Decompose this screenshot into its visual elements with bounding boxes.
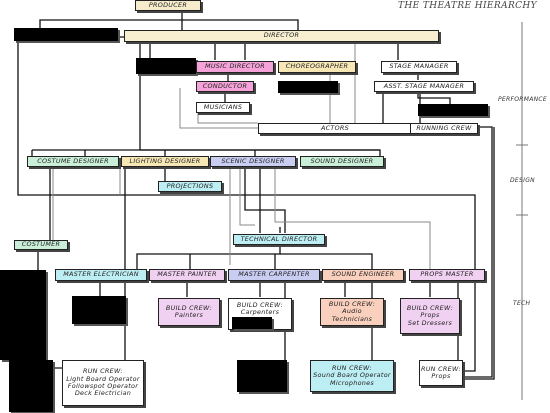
node-asst-stage-manager: ASST. STAGE MANAGER xyxy=(374,81,474,92)
node-music-director: MUSIC DIRECTOR xyxy=(196,61,274,73)
node-sound-designer: SOUND DESIGNER xyxy=(300,156,384,167)
node-master-carpenter: MASTER CARPENTER xyxy=(228,269,320,281)
node-sound-engineer: SOUND ENGINEER xyxy=(322,269,404,281)
crew-heading: RUN CREW: xyxy=(82,367,124,376)
redacted-box xyxy=(278,81,338,93)
node-conductor: CONDUCTOR xyxy=(196,81,254,92)
crew-line: Painters xyxy=(174,311,204,319)
redacted-box xyxy=(9,360,53,412)
crew-heading: RUN CREW: xyxy=(331,363,373,372)
crew-line: Microphones xyxy=(330,378,374,387)
crew-heading: BUILD CREW: xyxy=(406,303,454,312)
node-producer: PRODUCER xyxy=(135,0,201,11)
node-technical-director: TECHNICAL DIRECTOR xyxy=(233,234,325,245)
node-build-crew-props: BUILD CREW: Props Set Dressers xyxy=(400,298,460,334)
node-choreographer: CHOREOGRAPHER xyxy=(278,61,356,73)
node-costumer: COSTUMER xyxy=(14,240,68,250)
node-build-crew-audio: BUILD CREW: Audio Technicians xyxy=(320,298,384,326)
node-lighting-designer: LIGHTING DESIGNER xyxy=(121,156,209,167)
crew-line: Props xyxy=(431,372,451,380)
redacted-box xyxy=(14,28,118,41)
redacted-box xyxy=(0,270,46,360)
redacted-box xyxy=(72,296,126,324)
node-costume-designer: COSTUME DESIGNER xyxy=(27,156,119,167)
crew-heading: BUILD CREW: xyxy=(236,301,284,309)
crew-line: Props xyxy=(420,311,440,320)
crew-heading: BUILD CREW: xyxy=(165,303,213,312)
node-run-crew-lights: RUN CREW: Light Board Operator Followspo… xyxy=(62,360,144,406)
node-run-crew-sound: RUN CREW: Sound Board Operator Microphon… xyxy=(310,360,394,392)
node-projections: PROJECTIONS xyxy=(158,181,222,192)
crew-line: Set Dressers xyxy=(407,318,453,327)
phase-label-tech: TECH xyxy=(513,300,531,307)
phase-label-design: DESIGN xyxy=(510,177,535,184)
redacted-box xyxy=(237,360,287,392)
phase-label-performance: PERFORMANCE xyxy=(498,96,547,103)
crew-line: Light Board Operator xyxy=(66,374,140,383)
node-running-crew: RUNNING CREW xyxy=(410,123,478,134)
crew-line: Carpenters xyxy=(240,308,280,317)
chart-title: THE THEATRE HIERARCHY xyxy=(398,1,538,11)
crew-line: Deck Electrician xyxy=(74,389,132,398)
redacted-box xyxy=(136,58,196,74)
crew-line: Sound Board Operator xyxy=(313,371,391,380)
redacted-box xyxy=(418,104,488,116)
node-master-electrician: MASTER ELECTRICIAN xyxy=(55,269,147,281)
node-master-painter: MASTER PAINTER xyxy=(149,269,225,281)
node-run-crew-props: RUN CREW: Props xyxy=(419,360,463,386)
redacted-box xyxy=(232,317,272,329)
node-stage-manager: STAGE MANAGER xyxy=(381,61,457,73)
crew-line: Audio Technicians xyxy=(331,307,373,323)
node-scenic-designer: SCENIC DESIGNER xyxy=(210,156,296,167)
node-build-crew-painters: BUILD CREW: Painters xyxy=(158,298,220,326)
node-actors: ACTORS xyxy=(258,123,412,134)
crew-heading: BUILD CREW: xyxy=(328,299,376,308)
crew-line: Followspot Operator xyxy=(67,382,139,390)
node-props-master: PROPS MASTER xyxy=(409,269,485,281)
crew-heading: RUN CREW: xyxy=(420,364,462,373)
node-musicians: MUSICIANS xyxy=(196,102,250,113)
node-director: DIRECTOR xyxy=(124,30,439,42)
